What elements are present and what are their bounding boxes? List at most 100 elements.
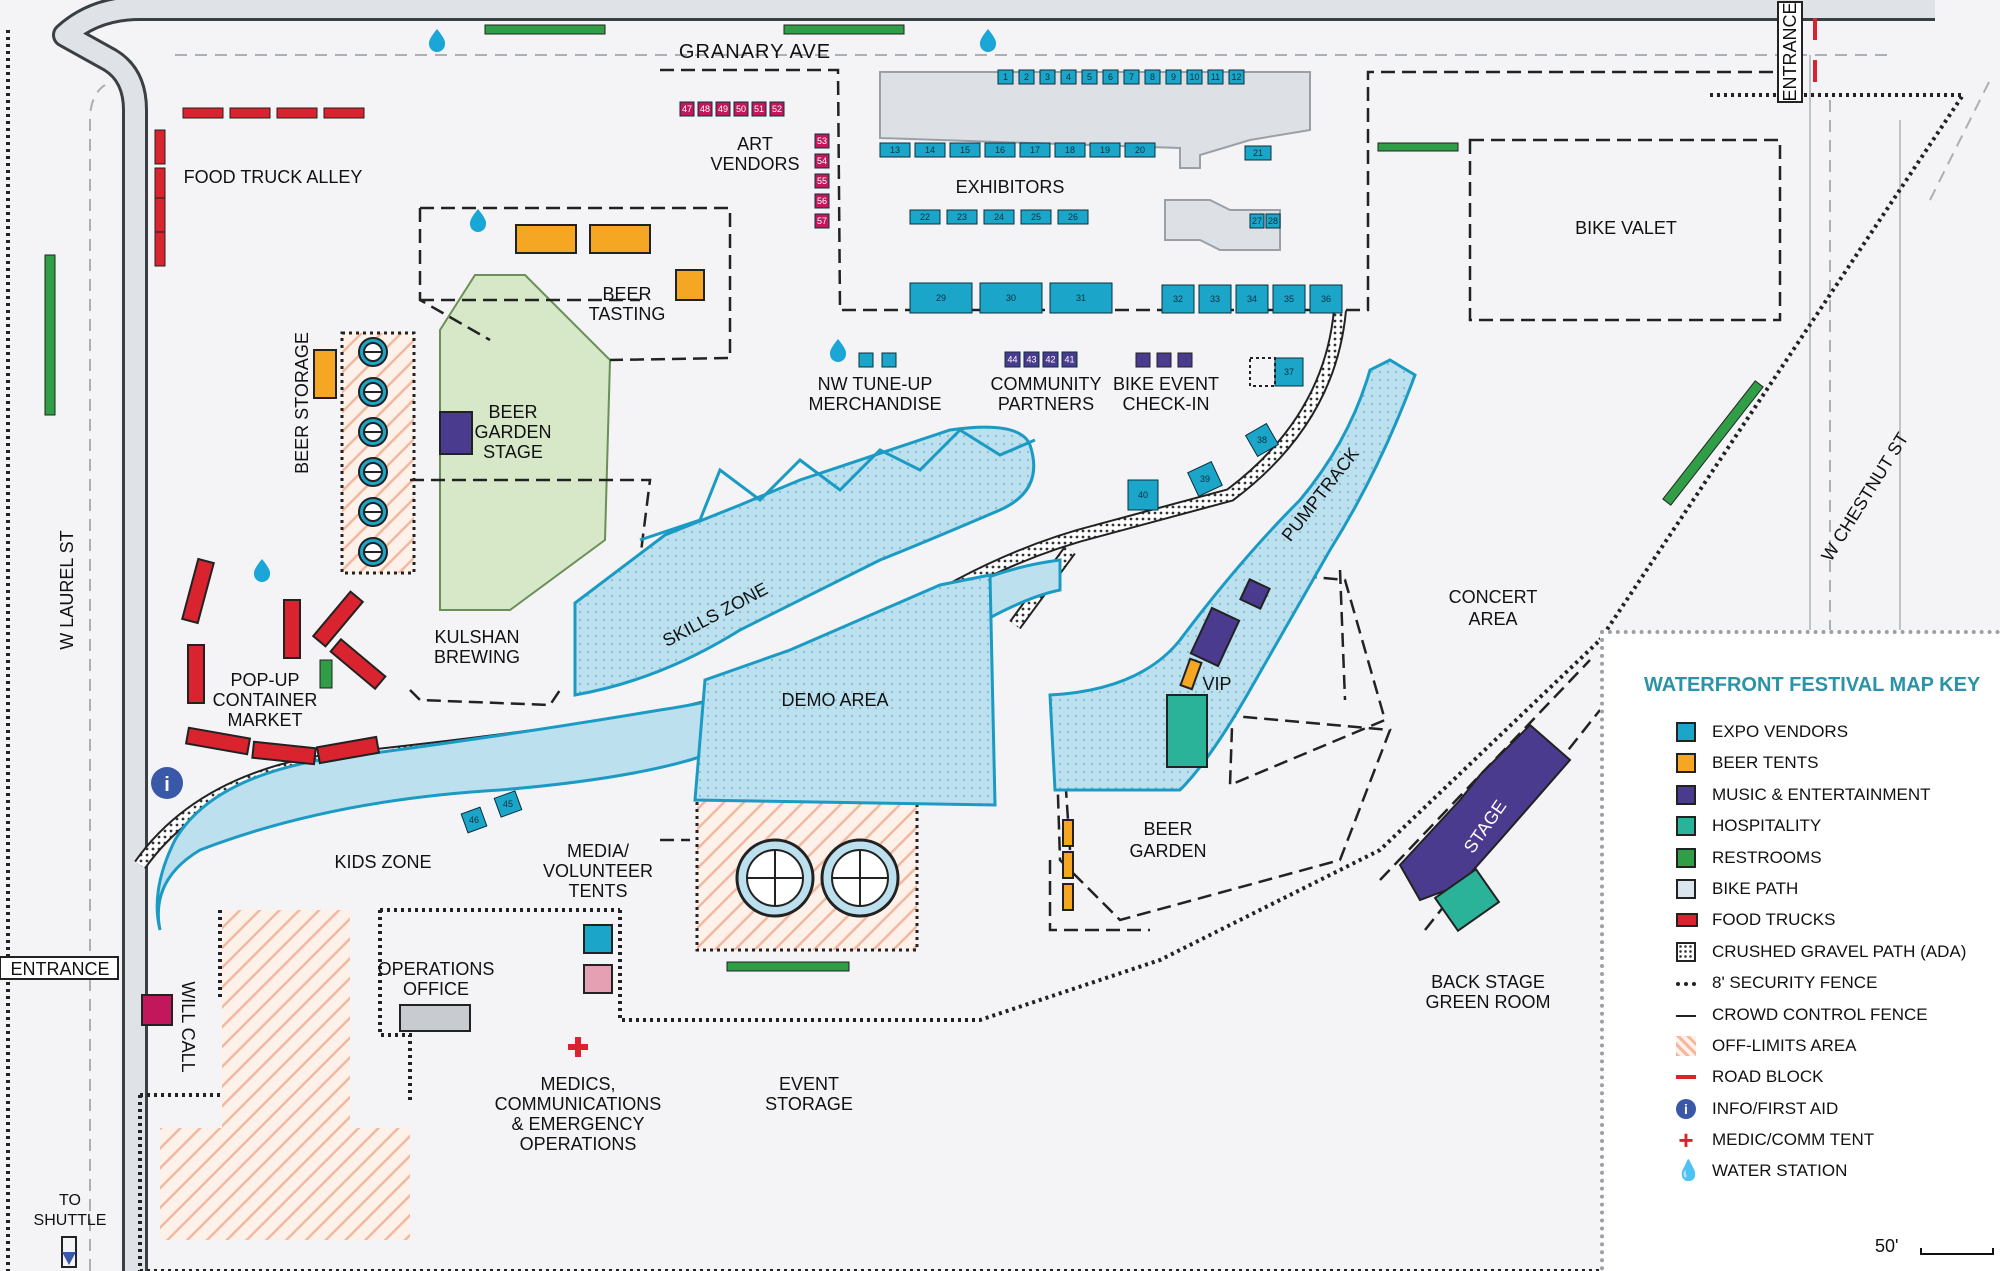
booth-20[interactable]	[1124, 142, 1156, 158]
booth-23[interactable]	[946, 209, 978, 225]
booth-33[interactable]	[1198, 284, 1232, 314]
booth-29[interactable]	[909, 282, 973, 314]
booth-42[interactable]	[1042, 351, 1059, 368]
garden-beer-tent-b[interactable]	[1062, 851, 1074, 879]
booth-51[interactable]	[751, 101, 767, 117]
booth-45[interactable]	[493, 790, 523, 818]
green-room-tent[interactable]	[1433, 867, 1501, 933]
booth-13[interactable]	[879, 142, 911, 158]
booth-4[interactable]	[1060, 69, 1077, 85]
beer-tent-b[interactable]	[589, 224, 651, 254]
booth-44[interactable]	[1004, 351, 1021, 368]
booth-49[interactable]	[715, 101, 731, 117]
booth-25[interactable]	[1020, 209, 1052, 225]
booth-52[interactable]	[769, 101, 785, 117]
booth-12[interactable]	[1228, 69, 1245, 85]
restroom-popup[interactable]	[319, 659, 333, 689]
booth-30[interactable]	[979, 282, 1043, 314]
booth-53[interactable]	[814, 133, 830, 149]
food-truck-2[interactable]	[229, 107, 271, 119]
container-4[interactable]	[311, 590, 365, 648]
container-7[interactable]	[251, 740, 317, 766]
beer-garden-stage-block[interactable]	[439, 411, 473, 455]
food-truck-4[interactable]	[323, 107, 365, 119]
food-truck-3[interactable]	[276, 107, 318, 119]
booth-17[interactable]	[1019, 142, 1051, 158]
restroom-demo[interactable]	[726, 961, 850, 972]
food-truck-8[interactable]	[154, 231, 166, 267]
booth-1[interactable]	[997, 69, 1014, 85]
booth-55[interactable]	[814, 173, 830, 189]
booth-54[interactable]	[814, 153, 830, 169]
container-3[interactable]	[283, 599, 301, 659]
will-call-booth[interactable]	[141, 994, 173, 1026]
vip-beer-tent[interactable]	[1179, 657, 1203, 691]
operations-office-building[interactable]	[399, 1004, 471, 1032]
container-5[interactable]	[329, 637, 387, 691]
booth-31[interactable]	[1049, 282, 1113, 314]
booth-18[interactable]	[1054, 142, 1086, 158]
beer-tent-a[interactable]	[515, 224, 577, 254]
booth-24[interactable]	[983, 209, 1015, 225]
booth-5[interactable]	[1081, 69, 1098, 85]
booth-34[interactable]	[1235, 284, 1269, 314]
tuneup-booth-a[interactable]	[858, 352, 874, 368]
booth-27[interactable]	[1249, 213, 1265, 229]
booth-39[interactable]	[1187, 461, 1223, 497]
beer-tent-c[interactable]	[675, 269, 705, 301]
checkin-booth-b[interactable]	[1156, 352, 1172, 368]
restroom-west[interactable]	[44, 254, 56, 416]
booth-26[interactable]	[1057, 209, 1089, 225]
container-2[interactable]	[187, 644, 205, 704]
garden-beer-tent-c[interactable]	[1062, 883, 1074, 911]
booth-46[interactable]	[460, 806, 488, 834]
beer-storage-box[interactable]	[313, 349, 337, 399]
container-1[interactable]	[181, 557, 215, 625]
booth-35[interactable]	[1272, 284, 1306, 314]
checkin-booth-c[interactable]	[1177, 352, 1193, 368]
booth-43[interactable]	[1023, 351, 1040, 368]
booth-14[interactable]	[914, 142, 946, 158]
vip-entertainment-b[interactable]	[1239, 578, 1271, 610]
west-entrance-sign[interactable]	[0, 956, 119, 980]
food-truck-6[interactable]	[154, 167, 166, 203]
food-truck-5[interactable]	[154, 129, 166, 165]
booth-2[interactable]	[1018, 69, 1035, 85]
booth-16[interactable]	[984, 142, 1016, 158]
booth-19[interactable]	[1089, 142, 1121, 158]
booth-40[interactable]	[1127, 479, 1159, 511]
booth-3[interactable]	[1039, 69, 1056, 85]
booth-37[interactable]	[1274, 357, 1304, 387]
food-truck-7[interactable]	[154, 197, 166, 233]
booth-56[interactable]	[814, 193, 830, 209]
restroom-north-b[interactable]	[783, 24, 905, 35]
booth-8[interactable]	[1144, 69, 1161, 85]
checkin-booth-a[interactable]	[1135, 352, 1151, 368]
vip-hospitality-tent[interactable]	[1166, 694, 1208, 768]
booth-11[interactable]	[1207, 69, 1224, 85]
restroom-north-a[interactable]	[484, 24, 606, 35]
booth-57[interactable]	[814, 213, 830, 229]
restroom-chestnut[interactable]	[1662, 380, 1764, 506]
restroom-bike-valet[interactable]	[1377, 142, 1459, 152]
booth-41[interactable]	[1061, 351, 1078, 368]
container-6[interactable]	[184, 726, 252, 756]
booth-7[interactable]	[1123, 69, 1140, 85]
booth-15[interactable]	[949, 142, 981, 158]
booth-38[interactable]	[1244, 422, 1280, 458]
booth-48[interactable]	[697, 101, 713, 117]
container-8[interactable]	[315, 735, 381, 765]
food-truck-1[interactable]	[182, 107, 224, 119]
garden-beer-tent-a[interactable]	[1062, 819, 1074, 847]
north-entrance-sign[interactable]	[1777, 1, 1803, 103]
booth-10[interactable]	[1186, 69, 1203, 85]
info-icon[interactable]: i	[151, 767, 183, 799]
booth-32[interactable]	[1161, 284, 1195, 314]
booth-36[interactable]	[1309, 284, 1343, 314]
booth-9[interactable]	[1165, 69, 1182, 85]
booth-47[interactable]	[679, 101, 695, 117]
main-stage[interactable]	[1398, 723, 1572, 902]
booth-50[interactable]	[733, 101, 749, 117]
tuneup-booth-b[interactable]	[881, 352, 897, 368]
volunteer-tent[interactable]	[583, 964, 613, 994]
